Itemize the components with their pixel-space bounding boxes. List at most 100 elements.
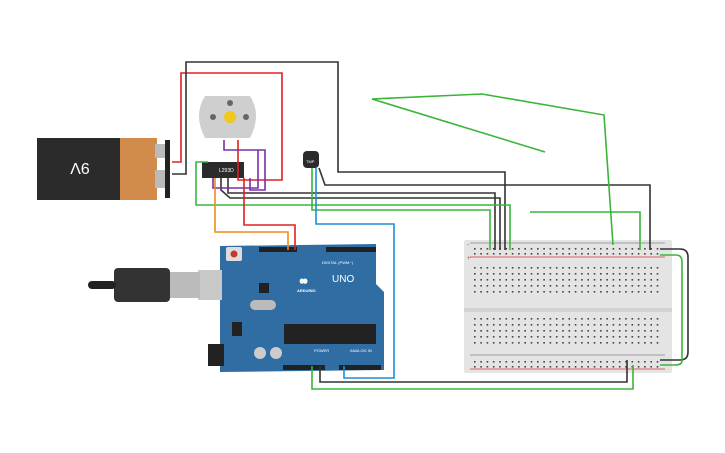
breadboard-hole[interactable] bbox=[644, 330, 646, 332]
breadboard-hole[interactable] bbox=[562, 291, 564, 293]
breadboard-hole[interactable] bbox=[644, 279, 646, 281]
breadboard-hole[interactable] bbox=[568, 253, 571, 255]
breadboard-hole[interactable] bbox=[650, 318, 652, 320]
breadboard-hole[interactable] bbox=[530, 253, 533, 255]
breadboard-hole[interactable] bbox=[581, 267, 583, 269]
breadboard-hole[interactable] bbox=[543, 330, 545, 332]
breadboard-hole[interactable] bbox=[593, 279, 596, 281]
breadboard-hole[interactable] bbox=[587, 361, 589, 363]
breadboard-hole[interactable] bbox=[518, 253, 520, 255]
breadboard-hole[interactable] bbox=[537, 253, 539, 255]
breadboard-hole[interactable] bbox=[537, 279, 539, 281]
breadboard-hole[interactable] bbox=[555, 336, 558, 338]
breadboard-hole[interactable] bbox=[612, 336, 615, 338]
breadboard-hole[interactable] bbox=[631, 253, 634, 255]
breadboard-hole[interactable] bbox=[625, 336, 627, 338]
breadboard-hole[interactable] bbox=[587, 279, 589, 281]
breadboard-hole[interactable] bbox=[618, 267, 621, 269]
breadboard-hole[interactable] bbox=[499, 279, 501, 281]
breadboard-hole[interactable] bbox=[486, 285, 489, 287]
breadboard-hole[interactable] bbox=[650, 366, 652, 368]
breadboard-hole[interactable] bbox=[530, 342, 533, 344]
breadboard-hole[interactable] bbox=[511, 253, 514, 255]
breadboard-hole[interactable] bbox=[524, 291, 526, 293]
breadboard-hole[interactable] bbox=[537, 336, 539, 338]
breadboard-hole[interactable] bbox=[644, 291, 646, 293]
breadboard-hole[interactable] bbox=[562, 248, 564, 250]
breadboard-hole[interactable] bbox=[581, 285, 583, 287]
breadboard-hole[interactable] bbox=[474, 330, 476, 332]
breadboard-hole[interactable] bbox=[593, 361, 596, 363]
breadboard-hole[interactable] bbox=[562, 336, 564, 338]
breadboard-hole[interactable] bbox=[637, 361, 640, 363]
breadboard-hole[interactable] bbox=[518, 361, 520, 363]
breadboard-hole[interactable] bbox=[631, 273, 634, 275]
breadboard-hole[interactable] bbox=[492, 253, 495, 255]
breadboard-hole[interactable] bbox=[537, 324, 539, 326]
breadboard-hole[interactable] bbox=[606, 318, 608, 320]
breadboard-hole[interactable] bbox=[511, 285, 514, 287]
breadboard-hole[interactable] bbox=[555, 267, 558, 269]
breadboard-hole[interactable] bbox=[587, 366, 589, 368]
breadboard-hole[interactable] bbox=[600, 336, 602, 338]
breadboard-hole[interactable] bbox=[518, 318, 520, 320]
breadboard-hole[interactable] bbox=[480, 253, 482, 255]
breadboard-hole[interactable] bbox=[486, 361, 489, 363]
breadboard-hole[interactable] bbox=[612, 279, 615, 281]
breadboard-hole[interactable] bbox=[537, 267, 539, 269]
breadboard-hole[interactable] bbox=[492, 342, 495, 344]
breadboard-hole[interactable] bbox=[600, 253, 602, 255]
breadboard-hole[interactable] bbox=[555, 330, 558, 332]
breadboard-hole[interactable] bbox=[518, 267, 520, 269]
breadboard-hole[interactable] bbox=[625, 279, 627, 281]
breadboard-hole[interactable] bbox=[656, 267, 659, 269]
breadboard-hole[interactable] bbox=[612, 318, 615, 320]
breadboard-hole[interactable] bbox=[612, 267, 615, 269]
dc-motor[interactable] bbox=[199, 96, 256, 138]
breadboard-hole[interactable] bbox=[650, 253, 652, 255]
breadboard-hole[interactable] bbox=[549, 279, 552, 281]
breadboard-hole[interactable] bbox=[650, 361, 652, 363]
breadboard-hole[interactable] bbox=[492, 267, 495, 269]
breadboard-hole[interactable] bbox=[555, 342, 558, 344]
breadboard-hole[interactable] bbox=[600, 273, 602, 275]
breadboard-hole[interactable] bbox=[625, 285, 627, 287]
breadboard-hole[interactable] bbox=[656, 366, 659, 368]
breadboard-hole[interactable] bbox=[612, 253, 615, 255]
breadboard-hole[interactable] bbox=[524, 273, 526, 275]
breadboard-hole[interactable] bbox=[631, 330, 634, 332]
breadboard-hole[interactable] bbox=[606, 291, 608, 293]
breadboard-hole[interactable] bbox=[656, 336, 659, 338]
breadboard-hole[interactable] bbox=[562, 342, 564, 344]
breadboard-hole[interactable] bbox=[656, 285, 659, 287]
breadboard-hole[interactable] bbox=[524, 318, 526, 320]
breadboard-hole[interactable] bbox=[486, 318, 489, 320]
breadboard-hole[interactable] bbox=[549, 342, 552, 344]
breadboard-hole[interactable] bbox=[606, 279, 608, 281]
breadboard-hole[interactable] bbox=[631, 336, 634, 338]
breadboard-hole[interactable] bbox=[637, 253, 640, 255]
breadboard-hole[interactable] bbox=[562, 273, 564, 275]
breadboard-hole[interactable] bbox=[593, 291, 596, 293]
breadboard-hole[interactable] bbox=[600, 291, 602, 293]
breadboard-hole[interactable] bbox=[549, 324, 552, 326]
breadboard-hole[interactable] bbox=[543, 336, 545, 338]
breadboard-hole[interactable] bbox=[518, 366, 520, 368]
breadboard-hole[interactable] bbox=[637, 330, 640, 332]
breadboard-hole[interactable] bbox=[637, 267, 640, 269]
breadboard-hole[interactable] bbox=[568, 342, 571, 344]
breadboard-hole[interactable] bbox=[518, 273, 520, 275]
breadboard-hole[interactable] bbox=[543, 285, 545, 287]
breadboard-hole[interactable] bbox=[606, 285, 608, 287]
breadboard-hole[interactable] bbox=[486, 342, 489, 344]
breadboard-hole[interactable] bbox=[555, 366, 558, 368]
breadboard-hole[interactable] bbox=[625, 324, 627, 326]
breadboard-hole[interactable] bbox=[650, 324, 652, 326]
breadboard-hole[interactable] bbox=[625, 291, 627, 293]
breadboard-hole[interactable] bbox=[505, 279, 508, 281]
breadboard-hole[interactable] bbox=[474, 291, 476, 293]
breadboard-hole[interactable] bbox=[587, 253, 589, 255]
breadboard-hole[interactable] bbox=[656, 248, 659, 250]
breadboard-hole[interactable] bbox=[511, 342, 514, 344]
breadboard-hole[interactable] bbox=[574, 336, 577, 338]
